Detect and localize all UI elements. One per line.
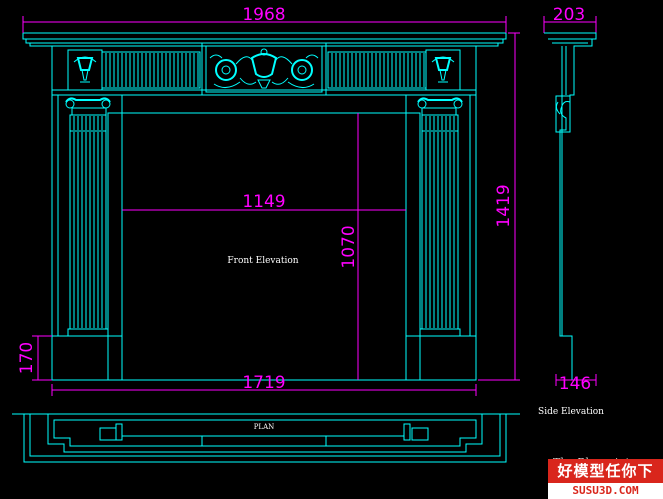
left-pilaster-outer <box>51 94 123 381</box>
mantel-shelf-moulding <box>25 38 504 44</box>
fireplace-opening <box>121 112 407 381</box>
dim-base-width: 1719 <box>242 373 285 393</box>
plan-view <box>12 413 520 463</box>
right-column-shaft <box>419 130 461 337</box>
label-plan: PLAN <box>254 423 275 431</box>
mantel-shelf-top <box>22 32 507 40</box>
dimension-lines <box>22 16 520 396</box>
front-elevation <box>22 32 507 381</box>
right-pilaster-outer <box>405 94 477 381</box>
right-frieze-block <box>425 49 461 91</box>
dim-opening-width: 1149 <box>242 192 285 212</box>
watermark-logo: 好模型任你下 SUSU3D.COM <box>548 459 663 499</box>
left-column-shaft <box>67 130 109 337</box>
dim-side-base-depth: 146 <box>559 374 591 394</box>
right-reveal <box>405 112 421 337</box>
left-reveal <box>107 112 123 337</box>
right-column-capital <box>417 97 463 132</box>
watermark-site: SUSU3D.COM <box>572 484 639 497</box>
right-plinth <box>419 335 477 381</box>
left-plinth <box>51 335 109 381</box>
label-front-elevation: Front Elevation <box>227 256 298 266</box>
left-frieze-block <box>67 49 103 91</box>
side-elevation <box>543 16 597 386</box>
dim-plinth-height: 170 <box>17 342 37 374</box>
dim-overall-height: 1419 <box>494 184 514 227</box>
dim-overall-width: 1968 <box>242 5 285 25</box>
frieze-fluting-right <box>327 51 427 89</box>
dim-side-depth: 203 <box>553 5 585 25</box>
frieze-fluting-left <box>101 51 201 89</box>
label-side-elevation: Side Elevation <box>538 407 604 417</box>
center-ornament-panel <box>201 42 327 96</box>
left-column-capital <box>65 97 111 132</box>
watermark-chinese: 好模型任你下 <box>548 459 663 483</box>
dimension-labels: 1968 203 1149 1719 146 1070 1419 170 <box>17 5 591 394</box>
dim-opening-height: 1070 <box>339 225 359 268</box>
